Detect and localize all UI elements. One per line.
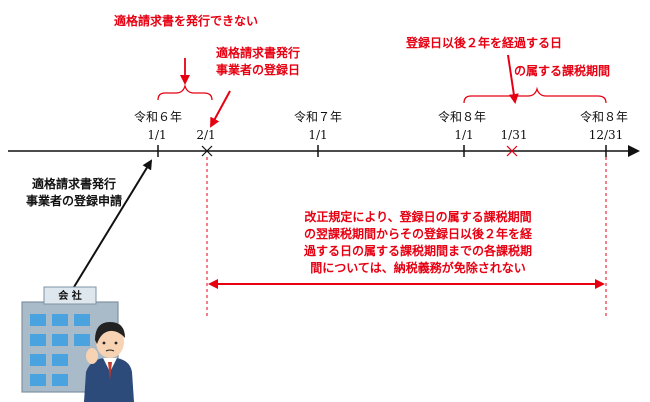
tick-date-label: 1/1 bbox=[147, 128, 166, 142]
exemption-note-line1: 改正規定により、登録日の属する課税期間 bbox=[304, 209, 531, 224]
tick-date-label: 1/31 bbox=[501, 128, 528, 142]
cannot-issue-brace bbox=[157, 83, 213, 101]
tick-date-label: 1/1 bbox=[454, 128, 473, 142]
person-thinking-icon bbox=[84, 322, 134, 402]
exemption-note-line4: 間については、納税義務が免除されない bbox=[310, 260, 525, 275]
tick-date-label: 1/1 bbox=[308, 128, 327, 142]
cross-two-years-after bbox=[506, 145, 518, 157]
exemption-note-line2: の翌課税期間からその登録日以後２年を経 bbox=[304, 226, 533, 241]
tick-era-label: 令和８年 bbox=[580, 109, 628, 124]
tick-date-label: 2/1 bbox=[196, 128, 215, 142]
tick-era-label: 令和７年 bbox=[294, 109, 342, 124]
cannot-issue-label: 適格請求書を発行できない bbox=[114, 13, 258, 28]
two-years-after-arrow bbox=[507, 54, 519, 104]
registration-date-arrow bbox=[210, 90, 231, 128]
exemption-note-line3: 過する日の属する課税期間までの各課税期 bbox=[303, 243, 532, 258]
belongs-period-label: の属する課税期間 bbox=[514, 63, 610, 78]
application-label-line2: 事業者の登録申請 bbox=[26, 193, 122, 208]
application-arrow bbox=[73, 159, 153, 288]
tick-era-label: 令和６年 bbox=[134, 109, 182, 124]
belongs-period-brace bbox=[463, 86, 607, 104]
timeline-arrowhead bbox=[628, 145, 640, 157]
cross-registration-date bbox=[201, 145, 213, 157]
registration-date-label-line1: 適格請求書発行 bbox=[216, 45, 300, 60]
two-years-after-label: 登録日以後２年を経過する日 bbox=[405, 35, 562, 50]
tick-era-label: 令和８年 bbox=[438, 109, 486, 124]
company-sign-label: 会 社 bbox=[58, 289, 81, 302]
tick-date-label: 12/31 bbox=[589, 128, 624, 142]
registration-date-label-line2: 事業者の登録日 bbox=[216, 62, 300, 77]
application-label-line1: 適格請求書発行 bbox=[32, 176, 116, 191]
